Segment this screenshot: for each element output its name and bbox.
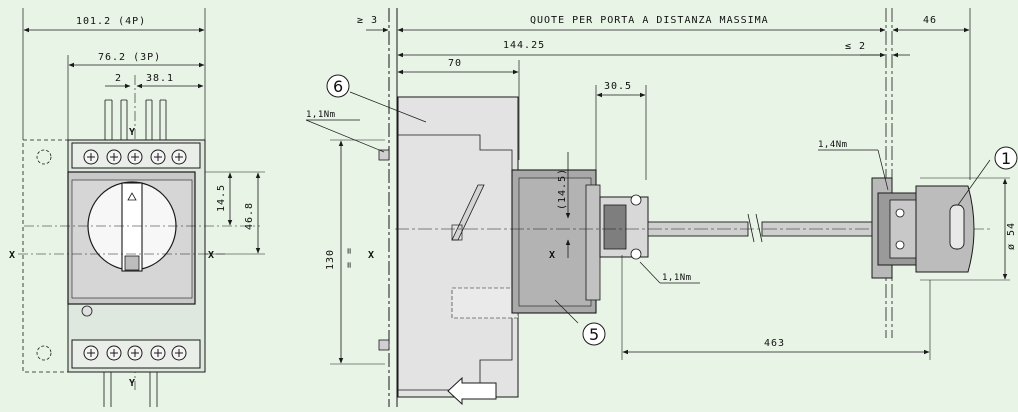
callout-6: 6 [333, 77, 343, 96]
dim-ge-3: ≥ 3 [357, 15, 378, 26]
dim-463: 463 [764, 338, 785, 349]
dim-2: 2 [115, 73, 122, 84]
torque-label-door-bolt: 1,1Nm [306, 110, 336, 120]
dim-le-2: ≤ 2 [845, 41, 866, 52]
dim-38-1: 38.1 [146, 73, 174, 84]
dim-130-equal-mark: = = [344, 247, 355, 268]
front-view [18, 8, 265, 407]
dim-46-8: 46.8 [244, 202, 255, 230]
top-terminal-screws [83, 149, 187, 165]
dim-76-2-3p: 76.2 (3P) [98, 52, 161, 63]
dim-14-5-side: (14.5) [557, 168, 568, 210]
dim-14-5-front: 14.5 [216, 184, 227, 212]
dim-70: 70 [448, 58, 462, 69]
torque-label-coupling: 1,1Nm [662, 273, 692, 283]
dim-130: 130 [325, 249, 336, 270]
torque-label-handle: 1,4Nm [818, 140, 848, 150]
axis-x-left-side: X [368, 250, 374, 261]
axis-x-right-side: X [549, 250, 555, 261]
dim-30-5: 30.5 [604, 81, 632, 92]
axis-y-top: Y [129, 127, 135, 138]
dim-phi-54: ø 54 [1006, 222, 1017, 250]
callout-5: 5 [589, 325, 599, 344]
dim-144-25: 144.25 [503, 40, 545, 51]
axis-x-left: X [9, 250, 15, 261]
drawing-title: QUOTE PER PORTA A DISTANZA MASSIMA [530, 15, 769, 26]
dim-46: 46 [923, 15, 937, 26]
callout-1: 1 [1001, 149, 1011, 168]
axis-x-right: X [208, 250, 214, 261]
axis-y-bottom: Y [129, 378, 135, 389]
bottom-terminal-screws [83, 345, 187, 361]
dim-101-2-4p: 101.2 (4P) [76, 16, 146, 27]
side-view [305, 8, 1018, 407]
